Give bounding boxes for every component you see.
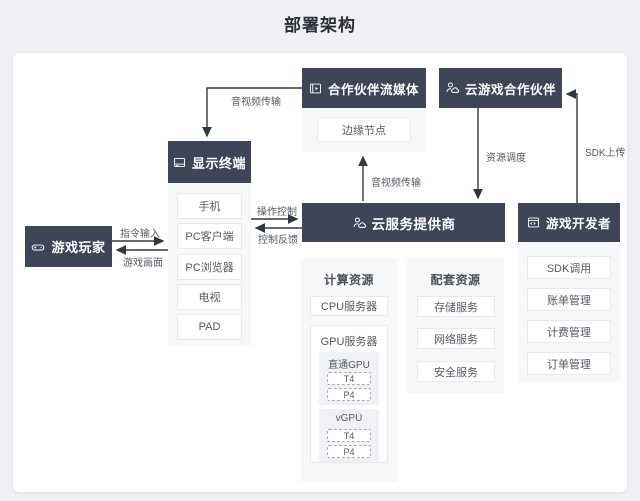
gpu-group-vgpu: vGPU T4 P4 (319, 409, 379, 462)
edge-label-sdk-upload: SDK上传 (585, 148, 626, 159)
item-label: 网络服务 (434, 333, 478, 346)
item-label: PAD (198, 321, 221, 333)
item-label: 安全服务 (434, 366, 478, 379)
node-cloud-service-provider: 云服务提供商 (302, 203, 505, 242)
chip-label: T4 (343, 430, 355, 441)
person-cloud-icon (352, 217, 366, 228)
chip-label: T4 (343, 373, 355, 384)
list-item: 手机 (177, 193, 242, 219)
video-player-icon (309, 83, 321, 93)
chip-label: P4 (343, 389, 355, 400)
node-cloud-gaming-partner: 云游戏合作伙伴 (439, 68, 562, 108)
node-display-terminal: 显示终端 (168, 141, 251, 183)
chip-label: P4 (343, 446, 355, 457)
node-label: 云游戏合作伙伴 (464, 82, 556, 97)
list-item: 账单管理 (527, 288, 611, 311)
section-title: 计算资源 (323, 273, 374, 287)
item-label: 账单管理 (547, 294, 591, 307)
gpu-chip: P4 (327, 445, 371, 458)
list-item: PAD (177, 314, 242, 340)
edge-label-resource-scheduling: 资源调度 (486, 153, 526, 164)
edge-label-av-transmission-mid: 音视频传输 (371, 178, 421, 189)
gamepad-icon (32, 244, 45, 250)
gpu-chip: T4 (327, 429, 371, 442)
supporting-resources-group: 配套资源 存储服务 网络服务 安全服务 (407, 258, 504, 393)
item-label: CPU服务器 (320, 301, 378, 313)
node-label: 游戏开发者 (545, 217, 611, 231)
gpu-chip: T4 (327, 372, 371, 385)
list-item: PC浏览器 (177, 254, 242, 280)
page-title: 部署架构 (284, 16, 356, 35)
item-label: 计费管理 (547, 326, 591, 339)
list-item: SDK调用 (527, 256, 611, 279)
item-label: PC客户端 (185, 231, 234, 243)
node-game-player: 游戏玩家 (25, 226, 112, 267)
section-title: 配套资源 (430, 273, 481, 287)
node-label: 游戏玩家 (51, 240, 106, 255)
item-label: 边缘节点 (342, 124, 386, 137)
list-item: 电视 (177, 284, 242, 310)
node-label: 合作伙伴流媒体 (327, 82, 419, 97)
compute-resources-group: 计算资源 CPU服务器 GPU服务器 直通GPU T4 P4 vGPU T4 P… (301, 258, 397, 482)
item-label: SDK调用 (546, 262, 592, 275)
edge-label-av-transmission-top: 音视频传输 (231, 97, 281, 108)
node-game-developer: 游戏开发者 (518, 203, 620, 242)
partner-streaming-group: 边缘节点 (302, 108, 426, 152)
item-label: GPU服务器 (320, 336, 378, 348)
monitor-icon (173, 157, 185, 167)
list-item: 边缘节点 (317, 117, 411, 142)
item-label: 电视 (198, 292, 221, 304)
list-item: PC客户端 (177, 223, 242, 249)
edge-label-control-feedback: 控制反馈 (258, 235, 298, 246)
cpu-server-item: CPU服务器 (310, 296, 388, 316)
game-developer-group: SDK调用 账单管理 计费管理 订单管理 (518, 242, 620, 382)
dev-window-icon (527, 217, 539, 228)
item-label: 订单管理 (547, 358, 591, 371)
edge-label-command-input: 指令输入 (120, 229, 160, 240)
gpu-group-passthrough: 直通GPU T4 P4 (319, 352, 379, 405)
item-label: 存储服务 (434, 301, 478, 314)
edge-label-operation-control: 操作控制 (257, 207, 297, 218)
item-label: PC浏览器 (185, 262, 234, 274)
node-label: 显示终端 (191, 155, 246, 171)
list-item: 订单管理 (527, 352, 611, 375)
gpu-group-label: vGPU (335, 413, 363, 424)
item-label: 手机 (198, 201, 221, 213)
gpu-chip: P4 (327, 388, 371, 401)
list-item: 存储服务 (417, 296, 495, 317)
list-item: 网络服务 (417, 328, 495, 349)
edge-label-game-screen: 游戏画面 (123, 258, 163, 269)
node-label: 云服务提供商 (371, 216, 456, 232)
node-partner-streaming: 合作伙伴流媒体 (302, 68, 426, 108)
gpu-group-label: 直通GPU (328, 360, 370, 371)
display-terminal-group: 手机 PC客户端 PC浏览器 电视 PAD (168, 183, 251, 346)
list-item: 安全服务 (417, 361, 495, 382)
person-cloud-icon (446, 82, 459, 93)
list-item: 计费管理 (527, 320, 611, 343)
